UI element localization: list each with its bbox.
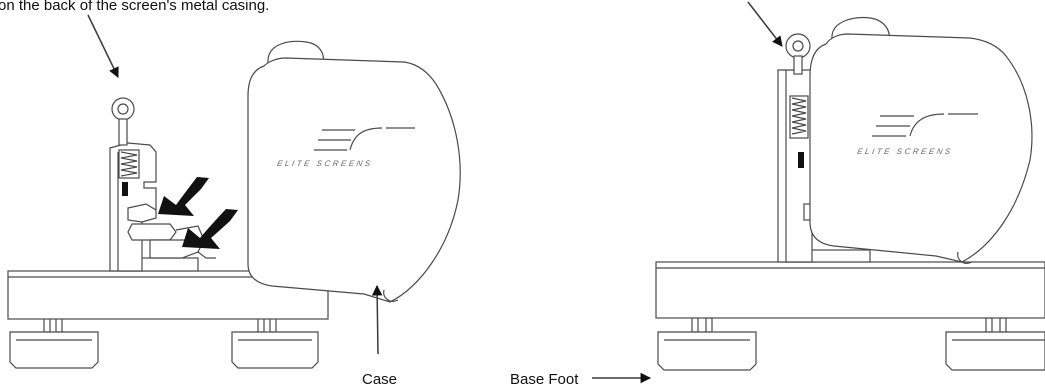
base-foot-label: Base Foot: [510, 371, 579, 388]
base-block-assembled: [655, 249, 1045, 319]
elite-screens-logo: ELITE SCREENS: [276, 127, 415, 168]
base-foot-right: [231, 317, 319, 369]
eyelet-right: [785, 33, 811, 75]
direction-arrow-lower: [182, 209, 238, 249]
top-caption: on the back of the screen's metal casing…: [0, 0, 269, 14]
bracket: [109, 142, 216, 272]
logo-text: ELITE SCREENS: [276, 159, 373, 168]
eyelet-callout-arrow: [87, 14, 119, 78]
insert-direction-arrows: [158, 177, 238, 249]
base-foot-left-assembled: [657, 317, 757, 371]
left-assembly: ELITE SCREENS Case: [7, 14, 461, 388]
latch-pin: [122, 182, 128, 196]
bracket-assembled: [777, 69, 815, 263]
right-assembly: ELITE SCREENS: [655, 1, 1045, 371]
case-assembled: ELITE SCREENS: [809, 16, 1033, 264]
base-foot-right-assembled: [945, 317, 1045, 371]
direction-arrow-upper: [158, 177, 209, 216]
case: ELITE SCREENS: [247, 40, 461, 303]
base-foot-left: [9, 317, 99, 369]
eyelet-left: [111, 97, 135, 146]
latch-pin-assembled: [798, 152, 804, 168]
logo-text-assembled: ELITE SCREENS: [856, 147, 953, 156]
case-callout-arrow: [371, 284, 383, 355]
elite-screens-logo-assembled: ELITE SCREENS: [856, 113, 978, 156]
case-label: Case: [362, 371, 397, 388]
eyelet-callout-arrow-right: [747, 1, 783, 47]
